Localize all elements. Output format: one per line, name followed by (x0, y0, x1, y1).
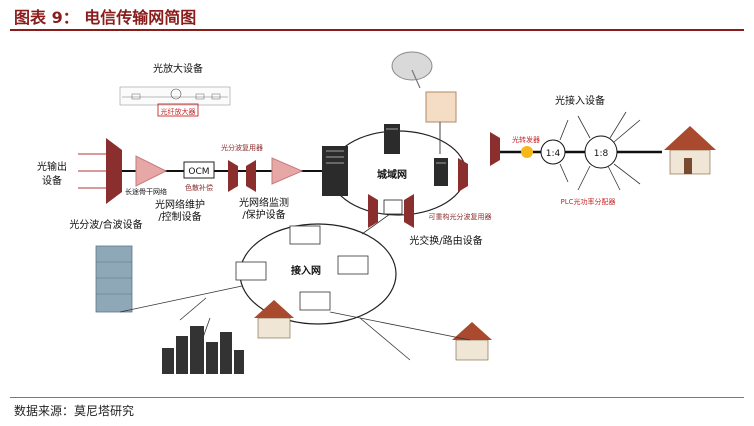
mux-demux-equipment-label: 光分波/合波设备 (69, 218, 142, 231)
splitter-1-4-icon (540, 139, 566, 165)
optical-transceiver-label: 光转发器 (512, 135, 540, 144)
mux-right-1-icon (458, 158, 468, 192)
amp-schematic-block-3 (211, 93, 221, 100)
network-monitoring-label-2: /保护设备 (242, 208, 285, 221)
source-note: 数据来源：莫尼塔研究 (14, 404, 135, 418)
roadm-left-icon (368, 194, 378, 228)
optical-output-equipment-label-1: 光输出 (37, 160, 67, 173)
access-node-4 (299, 291, 331, 311)
oadm-right-icon (246, 160, 256, 192)
optical-access-equipment-label: 光接入设备 (555, 94, 605, 107)
plc-splitter-label: PLC光功率分配器 (560, 197, 615, 206)
amp-schematic-block-2 (195, 93, 205, 100)
network-maintenance-label-1: 光网络维护 (155, 198, 205, 211)
access-link-lines (119, 213, 471, 361)
page-title: 图表 9： 电信传输网简图 (14, 8, 197, 27)
access-node-2 (235, 261, 267, 281)
mux-demux-icon (106, 138, 122, 204)
long-haul-trunk-label: 长途骨干网络 (125, 187, 167, 196)
satellite-terminal-box (425, 91, 457, 123)
house-3-icon (452, 322, 492, 361)
access-node-1 (289, 225, 321, 245)
header-rule (10, 29, 744, 31)
amp-schematic-block-1 (131, 93, 141, 100)
oadm-label: 光分波复用器 (221, 143, 263, 152)
ocm-box (183, 161, 215, 179)
fiber-amplifier-label: 光纤放大器 (161, 107, 196, 116)
optical-output-equipment-label-2: 设备 (42, 174, 62, 187)
optical-amp-equipment-label: 光放大设备 (153, 62, 203, 75)
metro-network-label: 城域网 (377, 168, 407, 181)
roadm-center-box (383, 199, 403, 215)
server-tower-top-icon (384, 124, 400, 154)
city-skyline-icon (162, 326, 244, 374)
office-building-icon (95, 245, 133, 313)
access-node-3 (337, 255, 369, 275)
server-tower-large-icon (322, 146, 348, 196)
amp-schematic-coil-icon (170, 88, 182, 100)
splitter-1-8-label: 1:8 (594, 149, 609, 159)
access-network-label: 接入网 (291, 264, 321, 277)
dispersion-compensation-label: 色散补偿 (185, 183, 213, 192)
splitter-1-8-icon (584, 135, 618, 169)
network-maintenance-label-2: /控制设备 (158, 210, 201, 223)
amplifier-icon (135, 155, 168, 187)
fiber-amplifier-highlight (157, 103, 199, 117)
roadm-label: 可重构光分波复用器 (429, 212, 492, 221)
house-2-icon (254, 300, 294, 339)
satellite-dish-icon (391, 51, 433, 89)
optical-transceiver-dot-icon (521, 146, 533, 158)
house-icon (664, 126, 716, 175)
header: 图表 9： 电信传输网简图 (0, 0, 754, 31)
server-tower-right-icon (434, 158, 448, 186)
network-monitoring-label-1: 光网络监测 (239, 196, 289, 209)
splitter-fanout-lines (559, 111, 641, 191)
amp-schematic-box (119, 86, 231, 106)
footer-rule (10, 397, 744, 398)
roadm-right-icon (404, 194, 414, 228)
splitter-1-4-label: 1:4 (546, 149, 561, 159)
amplifier-2-icon (271, 157, 304, 185)
oadm-left-icon (228, 160, 238, 192)
optical-switch-routing-label: 光交换/路由设备 (409, 234, 482, 247)
mux-right-2-icon (490, 132, 500, 166)
ocm-label: OCM (188, 167, 209, 177)
